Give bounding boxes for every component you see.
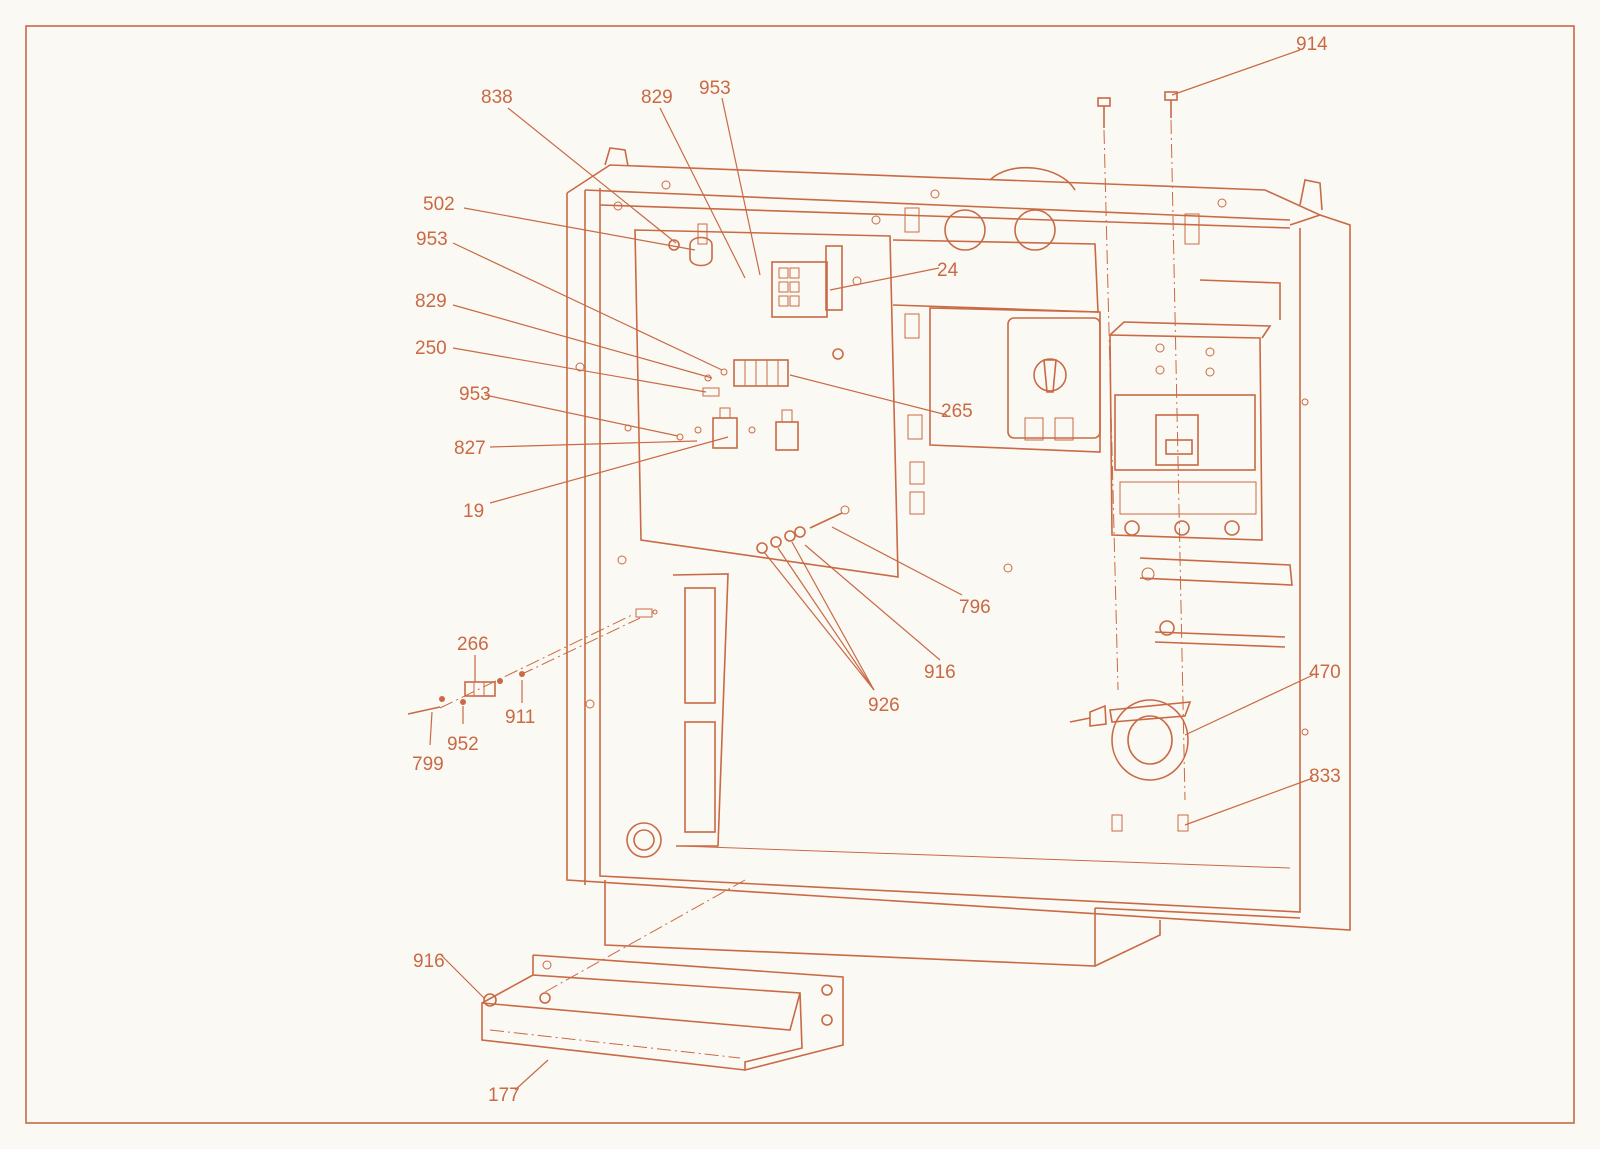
bolts-926 <box>756 505 850 554</box>
drawing-frame <box>25 25 1575 1124</box>
cover-177 <box>481 879 844 1072</box>
right-brackets <box>1003 279 1293 648</box>
callout-926: 926 <box>868 695 900 716</box>
callout-265: 265 <box>941 401 973 422</box>
cable-channel <box>626 573 729 858</box>
callout-829: 829 <box>641 87 673 108</box>
callout-833: 833 <box>1309 766 1341 787</box>
terminal-strip-265 <box>702 359 789 397</box>
mounting-plate <box>624 215 899 578</box>
callout-829: 829 <box>415 291 447 312</box>
callout-952: 952 <box>447 734 479 755</box>
callout-916: 916 <box>924 662 956 683</box>
callout-953: 953 <box>459 384 491 405</box>
circuit-breaker <box>1109 321 1272 541</box>
terminal-266-group <box>407 608 658 715</box>
leader-lines <box>429 49 1314 1091</box>
switch-compartment <box>892 207 1200 515</box>
terminal-block-24 <box>771 245 862 318</box>
callout-953: 953 <box>416 229 448 250</box>
callout-250: 250 <box>415 338 447 359</box>
callout-177: 177 <box>488 1085 520 1106</box>
callout-796: 796 <box>959 597 991 618</box>
callout-916: 916 <box>413 951 445 972</box>
callout-827: 827 <box>454 438 486 459</box>
callout-266: 266 <box>457 634 489 655</box>
relays-19 <box>676 348 844 451</box>
enclosure-panel <box>566 147 1351 967</box>
callout-911: 911 <box>505 707 535 728</box>
callout-502: 502 <box>423 194 455 215</box>
callout-24: 24 <box>937 260 959 281</box>
callout-914: 914 <box>1296 34 1328 55</box>
callout-470: 470 <box>1309 662 1341 683</box>
cable-gland-470 <box>1069 699 1192 832</box>
callout-19: 19 <box>463 501 484 522</box>
callout-labels: 914 838 829 953 502 953 24 829 250 265 9… <box>412 34 1341 1106</box>
screws-914 <box>1097 91 1186 801</box>
callout-838: 838 <box>481 87 513 108</box>
callout-953: 953 <box>699 78 731 99</box>
callout-799: 799 <box>412 754 444 775</box>
